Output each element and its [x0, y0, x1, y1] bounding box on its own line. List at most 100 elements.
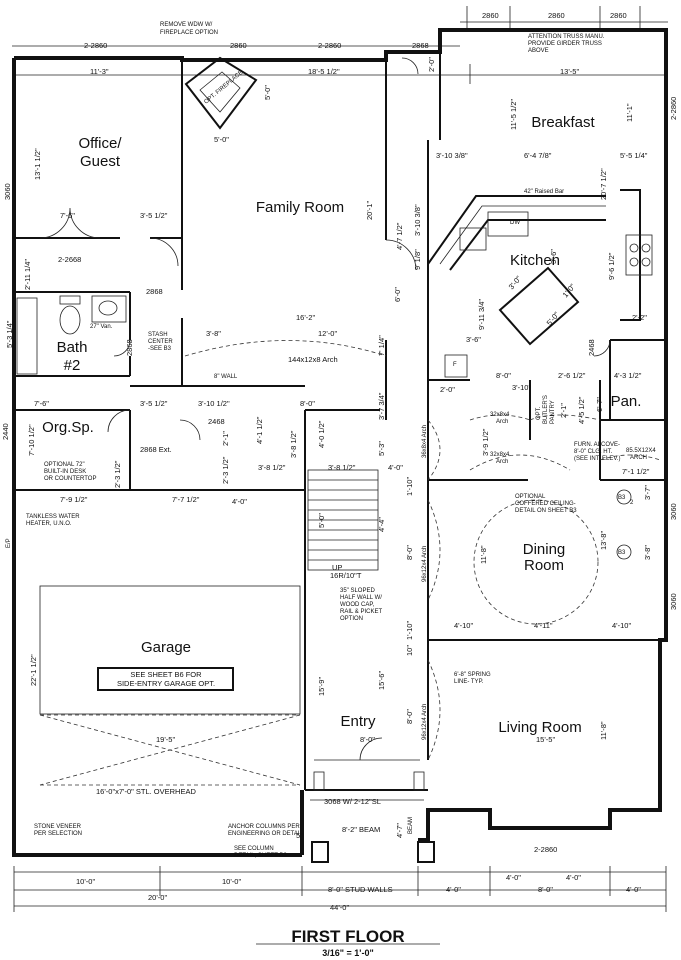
dim-label: 7'-10 1/2": [27, 424, 36, 456]
note-stone-2: PER SELECTION: [34, 831, 82, 837]
dimension-labels: 2860 2860 2860 2-2860 2860 2-2860 2868 1…: [1, 11, 678, 912]
top-dimension-lines: [12, 6, 668, 84]
dim-label: 15'-6": [377, 671, 386, 690]
dim-label: 2'-1": [221, 431, 230, 446]
dim-label: 4'-0": [232, 497, 247, 506]
dim-label: 3'-6": [466, 335, 481, 344]
dim-label: 20'-7 1/2": [599, 168, 608, 200]
note-garage-sheet: SEE SHEET B6 FOR: [130, 670, 202, 679]
staircase: [307, 469, 379, 571]
note-furn-2: 8'-0" CLG. HT.: [574, 449, 613, 455]
dim-label: 3060: [669, 503, 678, 520]
detail-ref-num: 2: [630, 500, 634, 506]
room-breakfast: Breakfast: [531, 114, 595, 131]
garage-and-porch: [39, 585, 435, 863]
note-garage-sheet-2: SIDE-ENTRY GARAGE OPT.: [117, 679, 215, 688]
dim-label: 2860: [548, 11, 565, 20]
dim-label: 3'-5 1/2": [140, 399, 168, 408]
dim-label: 7'-1 1/2": [622, 467, 650, 476]
note-spring: 6'-8" SPRING: [454, 672, 491, 678]
dim-label: 3'-9 1/2": [481, 428, 490, 456]
dim-label: 5'-0": [317, 513, 326, 528]
note-attention-3: ABOVE: [528, 48, 549, 54]
dim-label: 2860: [482, 11, 499, 20]
note-stone: STONE VENEER: [34, 824, 82, 830]
dim-label: 7'-7 1/2": [172, 495, 200, 504]
note-butler-2: BUTLER'S: [543, 395, 549, 424]
dim-label: 2-2668: [58, 255, 81, 264]
plan-title: FIRST FLOOR: [291, 927, 404, 946]
dim-label: 5'-0": [214, 135, 229, 144]
dim-label: 3060: [3, 183, 12, 200]
bottom-dimension-lines: [13, 866, 667, 945]
dim-label: 5'-0": [545, 310, 562, 327]
dim-label: 4'-0 1/2": [317, 420, 326, 448]
dim-label: 16'-2": [296, 313, 315, 322]
note-beam: 8'-2" BEAM: [342, 825, 380, 834]
dim-label: 9'-11 3/4": [477, 299, 486, 330]
note-builtin-2: BUILT-IN DESK: [44, 469, 86, 475]
dim-label: 3'-10 3/8": [413, 204, 422, 236]
note-stash-3: -SEE B3: [148, 346, 172, 352]
note-vanity: 27" Van.: [90, 324, 113, 330]
dim-label: 3'-10": [512, 383, 531, 392]
dim-label: 7' 1/4": [377, 335, 386, 356]
dim-label: 10'-0": [222, 877, 241, 886]
note-furn-3: (SEE INT. ELEV.): [574, 456, 620, 462]
dim-label: 6'-4 7/8": [524, 151, 552, 160]
note-builtin: OPTIONAL 72": [44, 462, 85, 468]
interior-walls: [14, 52, 666, 801]
room-pantry: Pan.: [611, 393, 642, 410]
dim-label: 2468: [208, 417, 225, 426]
note-sloped: 35" SLOPED: [340, 588, 375, 594]
dim-label: 6'-0": [393, 287, 402, 302]
note-spring-2: LINE- TYP.: [454, 679, 484, 685]
dim-label: 3'-7": [643, 485, 652, 500]
notes: REMOVE WDW W/ FIREPLACE OPTION ATTENTION…: [6, 22, 656, 894]
dim-label: 4'-10": [454, 621, 473, 630]
dim-label: 2'-2": [632, 313, 647, 322]
note-arch-85-2: ARCH: [630, 455, 647, 461]
dim-label: 3'-7 3/4": [377, 392, 386, 420]
room-entry: Entry: [340, 713, 376, 730]
note-ep: E/P: [6, 538, 12, 548]
dim-label: 7'-6": [34, 399, 49, 408]
dim-label: 8'-0": [496, 371, 511, 380]
note-arch-144: 144x12x8 Arch: [288, 355, 338, 364]
note-attention-2: PROVIDE GIRDER TRUSS: [528, 41, 602, 47]
room-labels: Office/ Guest Family Room Breakfast Kitc…: [42, 114, 641, 736]
note-8-wall: 8" WALL: [214, 374, 238, 380]
dim-label: 4'-0": [566, 873, 581, 882]
room-family: Family Room: [256, 199, 344, 216]
dim-label: 2868: [125, 339, 134, 356]
note-stud: 8'-0" STUD WALLS: [328, 885, 393, 894]
note-stash-2: CENTER: [148, 339, 173, 345]
dim-label: 2860: [610, 11, 627, 20]
dim-label: 1'-10": [405, 477, 414, 496]
dim-label: 4'-10": [612, 621, 631, 630]
dim-label: 3'-0": [507, 274, 524, 291]
note-sloped-2: HALF WALL W/: [340, 595, 382, 601]
dim-label: 4'-0": [506, 873, 521, 882]
dim-label: 4'-7": [395, 823, 404, 838]
note-arch-32a: 32x8x4: [490, 412, 510, 418]
dim-label: 11'-8": [599, 721, 608, 740]
dim-label: 3'-8 1/2": [258, 463, 286, 472]
dim-label: 18'-5 1/2": [308, 67, 340, 76]
note-stash: STASH: [148, 332, 168, 338]
dim-label: 2860: [230, 41, 247, 50]
dim-label: 9' 1/8": [413, 249, 422, 270]
note-arch-96a: 96x12x4 Arch: [422, 546, 428, 582]
dim-label: 1'-10": [405, 621, 414, 640]
arches-and-openings: [39, 340, 661, 786]
dim-label: 4'-0": [446, 885, 461, 894]
dim-label: 2868: [146, 287, 163, 296]
note-remove-wdw: REMOVE WDW W/: [160, 22, 213, 28]
dim-label: 5'-5 1/4": [620, 151, 648, 160]
dim-label: 3'-10 1/2": [198, 399, 230, 408]
note-butler: OPT.: [536, 406, 542, 420]
dim-label: 4'-0": [388, 463, 403, 472]
note-tankless-2: HEATER, U.N.O.: [26, 521, 72, 527]
dim-label: 11'-1": [625, 103, 634, 122]
